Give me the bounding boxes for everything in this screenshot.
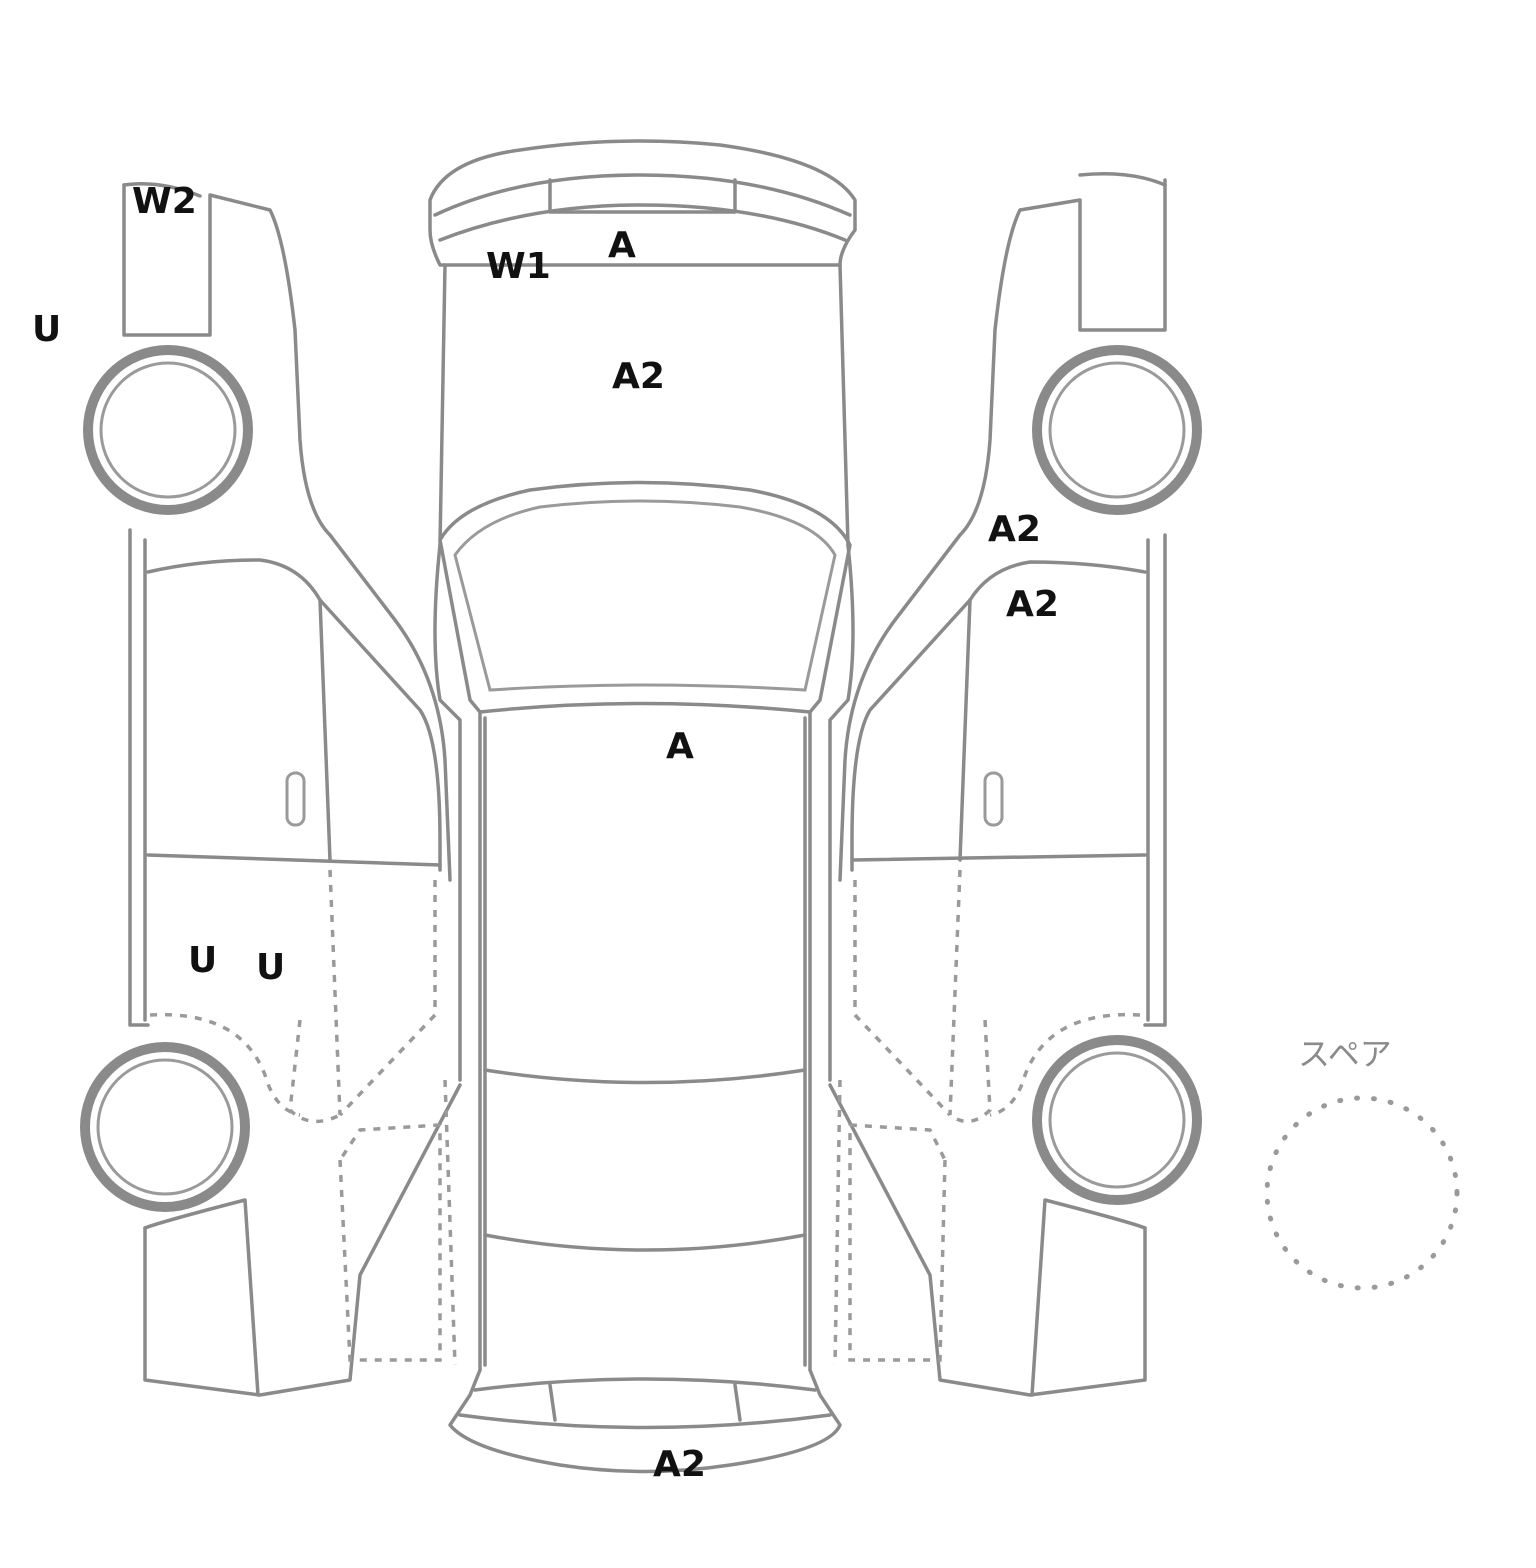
damage-mark-a2: A2 — [653, 1444, 706, 1485]
top-view — [428, 139, 857, 1474]
damage-mark-u: U — [256, 947, 286, 988]
front-bumper-outline — [428, 139, 857, 267]
damage-mark-u: U — [32, 309, 62, 350]
right-front-bumper — [838, 178, 1167, 882]
damage-mark-a2: A2 — [1006, 584, 1059, 625]
left-front-bumper — [122, 183, 452, 882]
right-rear-wheel — [1032, 1035, 1202, 1205]
roof-outline — [478, 710, 812, 1372]
left-body-outline — [128, 528, 150, 1027]
right-side-view — [828, 172, 1202, 1397]
left-rear-wheel — [80, 1042, 250, 1212]
left-front-wheel — [83, 345, 253, 515]
damage-mark-w2: W2 — [132, 181, 197, 222]
hood-outline — [438, 263, 850, 547]
spare-tire-outline — [1264, 1095, 1460, 1291]
left-side-view — [80, 182, 462, 1397]
spare-label: スペア — [1298, 1035, 1392, 1073]
rear-bumper-outline — [448, 1368, 842, 1474]
damage-mark-a2: A2 — [612, 356, 665, 397]
damage-mark-a: A — [666, 726, 694, 767]
windshield-outline — [438, 480, 852, 714]
damage-mark-a2: A2 — [988, 509, 1041, 550]
damage-mark-a: A — [608, 225, 636, 266]
right-body-outline — [1143, 533, 1167, 1027]
damage-mark-w1: W1 — [486, 246, 551, 287]
damage-mark-u: U — [188, 940, 218, 981]
right-front-wheel — [1032, 345, 1202, 515]
